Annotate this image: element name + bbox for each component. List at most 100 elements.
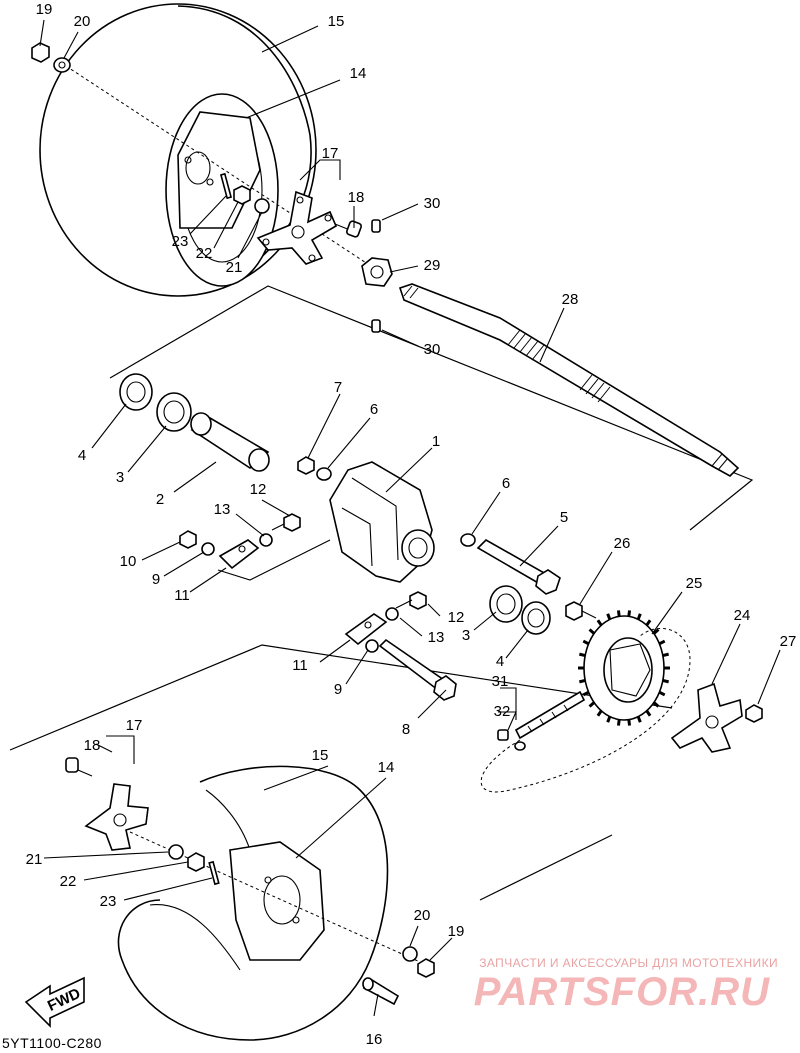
callout-15-lower: 15: [312, 747, 329, 764]
callout-11-upper: 11: [174, 587, 190, 604]
callout-22-lower: 22: [60, 873, 77, 890]
oil-seal-4-upper: [119, 373, 153, 411]
stud-bolt-18-upper: [334, 220, 362, 238]
sprocket-tooth: [627, 719, 632, 726]
tire-valve-16: [362, 977, 400, 1006]
sprocket-tooth: [662, 652, 670, 658]
callout-14-upper: 14: [350, 65, 367, 82]
bearing-3-upper: [156, 392, 192, 432]
callout-3-upper: 3: [116, 469, 124, 486]
callout-6-upper: 6: [370, 401, 378, 418]
callout-28: 28: [562, 291, 579, 308]
nut-22-upper: [233, 185, 251, 205]
sprocket-tooth: [658, 639, 666, 646]
callout-29: 29: [424, 257, 441, 274]
callout-6-lower: 6: [502, 475, 510, 492]
callout-30-lower: 30: [424, 341, 441, 358]
lower-wheel-frame: [9, 644, 673, 751]
callout-12-lower: 12: [448, 609, 465, 626]
upper-tire: [39, 3, 317, 297]
watermark-logo: PARTSFOR.RU: [473, 970, 770, 1014]
washer-6-upper: [316, 467, 332, 481]
callout-8: 8: [402, 721, 410, 738]
callout-9-upper: 9: [152, 571, 160, 588]
callout-16: 16: [366, 1031, 383, 1048]
cotter-pin-23-lower: [208, 860, 220, 886]
nut-10: [179, 530, 197, 549]
callout-17-lower: 17: [126, 717, 143, 734]
callout-7: 7: [334, 379, 342, 396]
callout-9-lower: 9: [334, 681, 342, 698]
washer-9-upper: [201, 542, 215, 556]
bearing-3-lower: [489, 585, 523, 623]
callout-30-upper: 30: [424, 195, 441, 212]
callout-24: 24: [734, 607, 751, 624]
sprocket-teeth: [578, 610, 670, 726]
sprocket-tooth: [627, 610, 632, 617]
sprocket-tooth: [616, 610, 621, 617]
collar-2: [190, 412, 270, 472]
callout-19-lower: 19: [448, 923, 465, 940]
callout-13-upper: 13: [214, 501, 231, 518]
nut-22-lower: [187, 852, 205, 872]
sprocket-tooth: [652, 701, 660, 708]
callout-26: 26: [614, 535, 631, 552]
castle-nut-29: [361, 257, 393, 287]
sprocket-tooth: [596, 709, 603, 717]
rear-axle-28: [398, 283, 740, 477]
callout-3-lower: 3: [462, 627, 470, 644]
callout-22-upper: 22: [196, 245, 213, 262]
callout-labels: 19 20 15 14 17 18 30 29 23 22 21 28 30 4…: [26, 1, 797, 1048]
sprocket-tooth: [616, 719, 621, 726]
watermark-tagline: ЗАПЧАСТИ И АКСЕССУАРЫ ДЛЯ МОТОТЕХНИКИ: [479, 956, 778, 970]
fwd-arrow-icon: FWD: [24, 976, 85, 1028]
bolt-8: [378, 638, 457, 701]
washer-9-lower: [365, 639, 379, 653]
callout-23-lower: 23: [100, 893, 117, 910]
sprocket-25: [583, 615, 665, 721]
callout-31: 31: [492, 673, 509, 690]
callout-19-upper: 19: [36, 1, 53, 18]
callout-10: 10: [120, 553, 137, 570]
sprocket-tooth: [606, 613, 612, 620]
washer-13-upper: [259, 533, 273, 547]
callout-32: 32: [494, 703, 511, 720]
sprocket-tooth: [645, 709, 652, 717]
washer-13-lower: [385, 607, 399, 621]
callout-23-upper: 23: [172, 233, 189, 250]
sprocket-tooth: [596, 619, 603, 627]
callout-12-upper: 12: [250, 481, 267, 498]
sprocket-tooth: [578, 652, 586, 658]
callout-27: 27: [780, 633, 797, 650]
callout-25: 25: [686, 575, 703, 592]
callout-21-lower: 21: [26, 851, 43, 868]
sprocket-tooth: [606, 716, 612, 723]
washer-21-upper: [254, 198, 270, 214]
sprocket-tooth: [662, 678, 670, 684]
oil-seal-4-lower: [521, 601, 551, 635]
callout-1: 1: [432, 433, 440, 450]
callout-4-upper: 4: [78, 447, 86, 464]
axle-assembly-frame: [109, 285, 754, 531]
bolt-12-lower: [395, 591, 427, 610]
callout-4-lower: 4: [496, 653, 504, 670]
callout-11-lower: 11: [292, 657, 308, 674]
drive-chain-outline: [480, 627, 691, 793]
callout-20-lower: 20: [414, 907, 431, 924]
washer-21-lower: [168, 844, 184, 860]
sprocket-tooth: [645, 619, 652, 627]
bolt-5: [476, 539, 561, 595]
wheel-hub-17-upper: [256, 190, 338, 265]
nut-27: [745, 704, 763, 723]
nut-7: [297, 456, 315, 475]
upper-wheel-axis: [65, 65, 381, 273]
washer-6-lower: [460, 533, 476, 547]
callout-2: 2: [156, 491, 164, 508]
adjuster-11-lower: [344, 613, 388, 646]
callout-13-lower: 13: [428, 629, 445, 646]
callout-18-upper: 18: [348, 189, 365, 206]
diagram-code: 5YT1100-C280: [2, 1035, 102, 1051]
callout-14-lower: 14: [378, 759, 395, 776]
bolt-12-upper: [271, 513, 301, 532]
